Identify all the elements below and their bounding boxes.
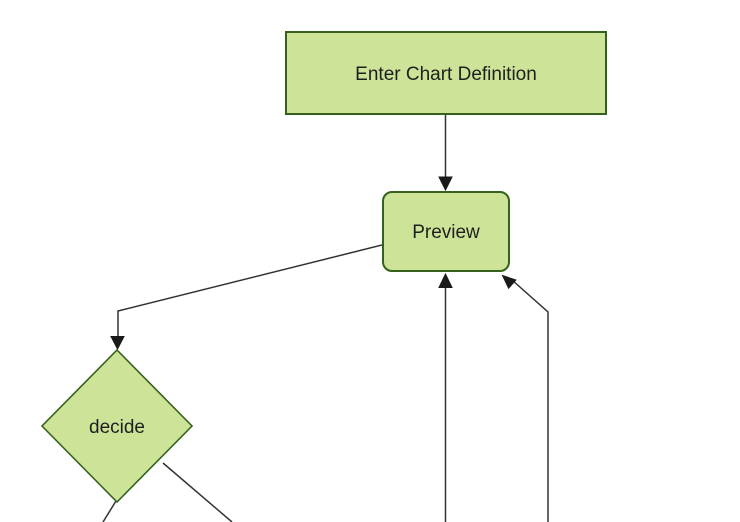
arrowhead-preview-top-icon: [438, 176, 453, 192]
edge-layer: [102, 115, 549, 522]
preview-shape: [382, 191, 510, 272]
edge-decide-to-offscreen-left: [102, 500, 117, 522]
node-preview: Preview: [382, 191, 510, 272]
preview-label: Preview: [412, 222, 480, 243]
enter-chart-definition-label: Enter Chart Definition: [355, 64, 537, 85]
enter-chart-definition-shape: [285, 31, 607, 115]
arrowhead-preview-bottom-icon: [438, 272, 453, 288]
node-enter-chart-definition: Enter Chart Definition: [285, 31, 607, 115]
arrowhead-decide-top-icon: [110, 336, 125, 351]
node-decide: decide: [40, 348, 194, 504]
decide-shape: [40, 348, 194, 504]
node-layer: Enter Chart Definition Preview decide: [40, 31, 607, 504]
edge-preview-to-decide: [117, 244, 383, 337]
edge-decide-to-offscreen-right: [162, 462, 233, 522]
edge-return-to-preview-corner: [511, 279, 549, 522]
decide-label: decide: [89, 417, 145, 438]
arrowhead-preview-corner-icon: [501, 274, 517, 290]
